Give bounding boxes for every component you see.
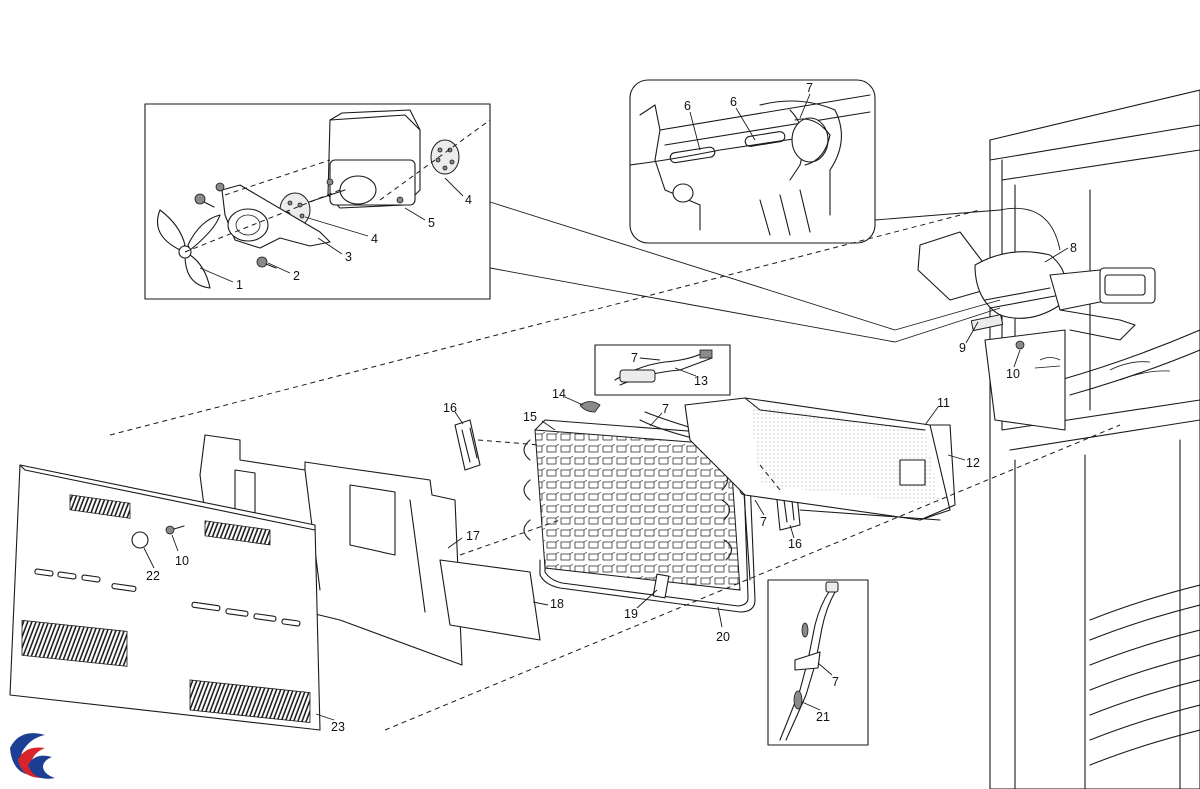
vent-slots-left: [34, 568, 137, 592]
callout-4-hub: 4: [371, 232, 378, 246]
callout-23: 23: [331, 720, 345, 734]
callout-4-grommet: 4: [465, 193, 472, 207]
callout-7-thermo: 7: [631, 351, 638, 365]
sensor-detail: [629, 79, 1061, 251]
callout-10-cover: 10: [175, 554, 189, 568]
callout-11: 11: [937, 396, 950, 410]
callout-3: 3: [345, 250, 352, 264]
callout-8: 8: [1070, 241, 1077, 255]
fan-shroud: [917, 231, 1156, 350]
callout-22: 22: [146, 569, 160, 583]
sensor-21-detail: [767, 579, 869, 746]
callout-2: 2: [293, 269, 300, 283]
callout-1: 1: [236, 278, 243, 292]
fan-motor-detail: [144, 103, 491, 300]
callout-7-top: 7: [806, 81, 813, 95]
callout-15: 15: [523, 410, 537, 424]
callout-10-shroud: 10: [1006, 367, 1020, 381]
callout-20: 20: [716, 630, 730, 644]
evaporator-coil: [523, 411, 756, 613]
callout-6-right: 6: [730, 95, 737, 109]
callout-12: 12: [966, 456, 980, 470]
refrigerator-cabinet: [984, 89, 1200, 789]
front-cover: [9, 464, 321, 731]
callout-7-sensor: 7: [832, 675, 839, 689]
part-14: [579, 401, 601, 413]
callout-9: 9: [959, 341, 966, 355]
callout-16-left: 16: [443, 401, 457, 415]
callout-17: 17: [466, 529, 480, 543]
drain-tray: [684, 397, 956, 521]
callout-5: 5: [428, 216, 435, 230]
panel-18: [439, 559, 541, 641]
brand-logo: [4, 732, 56, 784]
callout-21: 21: [816, 710, 830, 724]
callout-leaders: [143, 93, 1069, 721]
thermostat-detail: [594, 344, 731, 396]
callout-labels: 4 5 4 3 2 1 6 6 7 8 9 10 7 13 14 16 15 7…: [146, 81, 1077, 734]
callout-13: 13: [694, 374, 708, 388]
callout-14: 14: [552, 387, 566, 401]
callout-7-clip: 7: [760, 515, 767, 529]
callout-7-coil: 7: [662, 402, 669, 416]
detail-connector-lines: [489, 201, 1001, 343]
callout-6-left: 6: [684, 99, 691, 113]
callout-16-right: 16: [788, 537, 802, 551]
vent-slots-right: [191, 601, 301, 627]
callout-19: 19: [624, 607, 638, 621]
clip-16-left: [454, 419, 481, 471]
callout-18: 18: [550, 597, 564, 611]
assembly-guides: [109, 209, 1121, 731]
